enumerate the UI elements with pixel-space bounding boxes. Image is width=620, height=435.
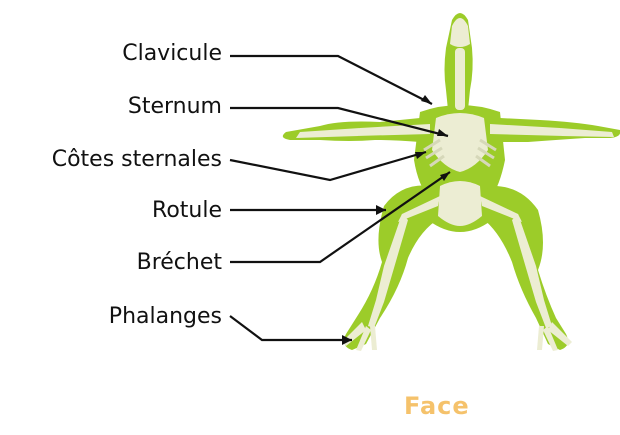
- view-caption: Face: [404, 394, 470, 418]
- bones: [296, 18, 614, 351]
- label-rotule: Rotule: [152, 200, 222, 222]
- label-phalanges: Phalanges: [109, 306, 222, 328]
- label-clavicule: Clavicule: [122, 43, 222, 65]
- label-brechet: Bréchet: [137, 252, 222, 274]
- leader-phalanges: [230, 316, 352, 340]
- body-silhouette: [283, 13, 620, 350]
- label-sternum: Sternum: [128, 96, 222, 118]
- label-cotes-sternales: Côtes sternales: [52, 149, 222, 171]
- leader-clavicule: [230, 56, 432, 104]
- leader-cotes: [230, 152, 426, 180]
